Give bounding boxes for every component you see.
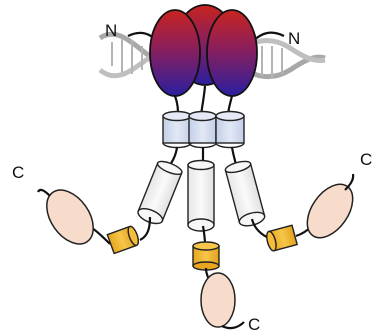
head-domains <box>150 5 257 96</box>
cc-cylinder-middle <box>189 112 216 148</box>
head-domain-left <box>150 10 200 96</box>
cc-cylinder-right <box>216 112 244 148</box>
c-domain-middle <box>201 273 235 327</box>
long-domain-right <box>224 159 266 228</box>
yellow-cylinders <box>107 225 297 270</box>
head-domain-right <box>207 10 257 96</box>
yellow-cylinder-right <box>265 225 297 252</box>
long-domains <box>136 159 266 231</box>
n-terminus-label-left: N <box>105 21 117 40</box>
long-domain-left <box>136 159 184 227</box>
long-domain-middle <box>188 161 214 232</box>
yellow-cylinder-left <box>107 225 140 253</box>
coiled-coil-cylinders <box>163 112 244 148</box>
c-terminus-label-bottom: C <box>248 315 260 334</box>
cc-cylinder-left <box>163 112 191 148</box>
yellow-cylinder-middle <box>193 242 219 270</box>
c-domain-right <box>298 176 362 246</box>
c-terminus-label-right: C <box>360 150 372 169</box>
n-terminus-label-right: N <box>288 29 300 48</box>
c-terminus-label-left: C <box>12 163 24 182</box>
